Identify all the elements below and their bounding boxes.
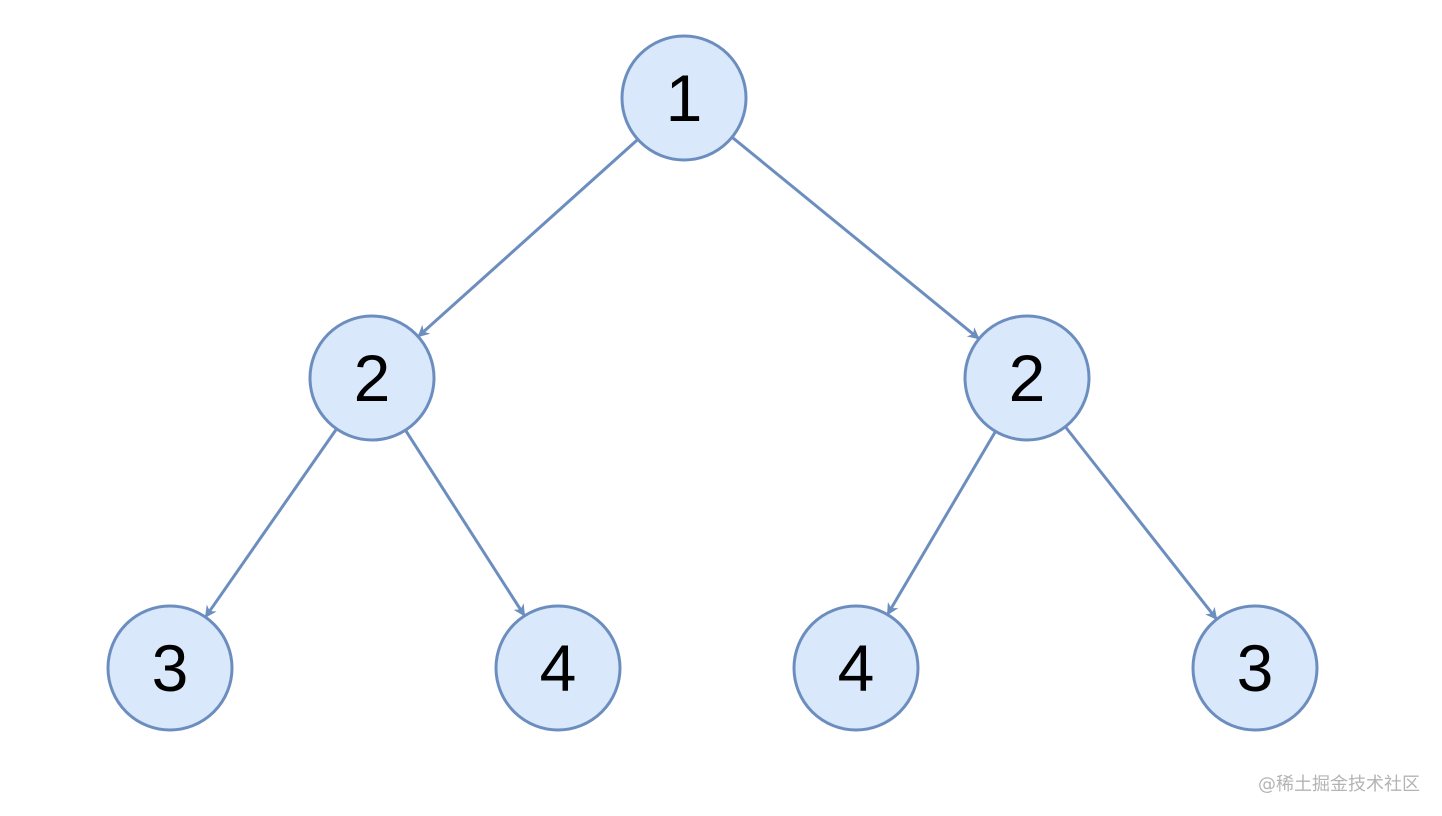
node-circle	[308, 314, 436, 442]
edge-left-to-left-left	[204, 428, 338, 618]
tree-node-right: 2	[963, 314, 1091, 442]
watermark: @稀土掘金技术社区	[1258, 774, 1420, 795]
node-label: 4	[540, 631, 577, 705]
node-circle	[620, 34, 748, 162]
node-label: 1	[666, 61, 703, 135]
nodes-layer: 1 2 2 3 4 4 3	[106, 34, 1319, 732]
node-label: 2	[354, 341, 391, 415]
tree-node-left: 2	[308, 314, 436, 442]
node-circle	[106, 604, 234, 732]
edge-right-to-right-right	[1064, 425, 1218, 621]
tree-node-root: 1	[620, 34, 748, 162]
node-circle	[494, 604, 622, 732]
node-circle	[1191, 604, 1319, 732]
tree-node-right-right: 3	[1191, 604, 1319, 732]
edges-layer	[204, 136, 1218, 621]
tree-node-left-right: 4	[494, 604, 622, 732]
tree-node-left-left: 3	[106, 604, 234, 732]
node-label: 3	[1237, 631, 1274, 705]
node-label: 2	[1009, 341, 1046, 415]
tree-node-right-left: 4	[792, 604, 920, 732]
node-label: 4	[838, 631, 875, 705]
node-circle	[792, 604, 920, 732]
edge-root-to-left	[417, 138, 639, 338]
edge-left-to-left-right	[404, 429, 526, 617]
node-circle	[963, 314, 1091, 442]
node-label: 3	[152, 631, 189, 705]
edge-root-to-right	[731, 136, 980, 340]
edge-right-to-right-left	[886, 430, 997, 616]
